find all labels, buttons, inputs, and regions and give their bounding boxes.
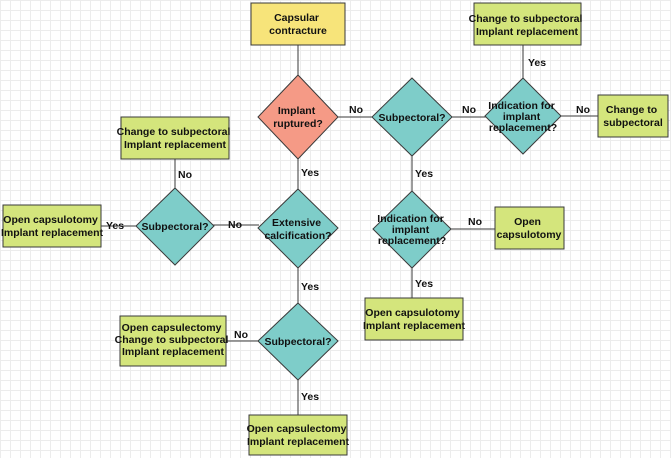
label-calc-no: No	[228, 219, 242, 231]
label-sub-bottom-no: No	[234, 329, 248, 341]
svg-text:Open capsulotomy Implant: Open capsulotomy Implant replacement	[1, 214, 104, 239]
label-sub-bottom-yes: Yes	[301, 391, 319, 403]
label-ind-mid-no: No	[468, 216, 482, 228]
svg-text:Extensive calcification?: Extensive calcification?	[264, 217, 331, 242]
decision-indication-top: Indication for implant replacement?	[484, 77, 562, 155]
label-ruptured-yes: Yes	[301, 167, 319, 179]
outcome-change-left: Change to subpectoral Implant replacemen…	[117, 116, 234, 160]
label-sub-top-yes: Yes	[415, 168, 433, 180]
decision-subpectoral-top: Subpectoral?	[371, 77, 453, 157]
svg-text:Subpectoral?: Subpectoral?	[378, 112, 445, 124]
outcome-open-capsulectomy-implant: Open capsulectomy Implant replacement	[247, 414, 350, 456]
label-calc-yes: Yes	[301, 281, 319, 293]
decision-subpectoral-bottom: Subpectoral?	[257, 302, 339, 381]
outcome-change-top: Change to subpectoral Implant replacemen…	[469, 2, 586, 46]
svg-text:Change to subpectoral Im: Change to subpectoral Implant replacemen…	[469, 13, 586, 38]
decision-implant-ruptured: Implant ruptured?	[257, 74, 339, 160]
svg-text:Implant ruptured?: Implant ruptured?	[273, 105, 323, 130]
outcome-open-capsulotomy-implant: Open capsulotomy Implant replacement	[363, 297, 466, 341]
svg-text:Change to subpectoral: Change to subpectoral	[603, 104, 663, 129]
label-ind-top-no: No	[576, 104, 590, 116]
svg-text:Subpectoral?: Subpectoral?	[264, 336, 331, 348]
svg-text:Open capsulotomy Implant: Open capsulotomy Implant replacement	[363, 307, 466, 332]
node-text: Capsular contracture	[269, 12, 327, 37]
label-sub-top-no: No	[462, 104, 476, 116]
label-ind-mid-yes: Yes	[415, 278, 433, 290]
connector-lines	[101, 45, 598, 415]
outcome-open-capsulotomy: Open capsulotomy	[494, 206, 565, 250]
decision-indication-mid: Indication for implant replacement?	[372, 190, 452, 269]
svg-text:Open capsulectomy Change: Open capsulectomy Change to subpectoral …	[115, 322, 232, 358]
label-ruptured-no: No	[349, 104, 363, 116]
outcome-change-right: Change to subpectoral	[597, 94, 669, 138]
label-sub-left-no: No	[178, 169, 192, 181]
decision-extensive-calcification: Extensive calcification?	[257, 188, 339, 269]
edge-labels: No No Yes No Yes No Yes Yes No No Yes Ye…	[106, 57, 590, 403]
svg-text:Subpectoral?: Subpectoral?	[141, 221, 208, 233]
outcome-open-capsulectomy-change: Open capsulectomy Change to subpectoral …	[115, 315, 232, 367]
decision-subpectoral-left: Subpectoral?	[135, 187, 215, 266]
outcome-open-capsulotomy-left: Open capsulotomy Implant replacement	[1, 204, 104, 248]
svg-text:Change to subpectoral Im: Change to subpectoral Implant replacemen…	[117, 126, 234, 151]
label-sub-left-yes: Yes	[106, 220, 124, 232]
node-capsular-contracture: Capsular contracture	[250, 2, 346, 46]
svg-text:Indication for implant: Indication for implant replacement?	[377, 213, 446, 247]
svg-text:Indication for implant: Indication for implant replacement?	[488, 100, 557, 134]
label-ind-top-yes: Yes	[528, 57, 546, 69]
svg-text:Open capsulotomy: Open capsulotomy	[497, 216, 562, 241]
svg-text:Open capsulectomy Implan: Open capsulectomy Implant replacement	[247, 423, 350, 448]
